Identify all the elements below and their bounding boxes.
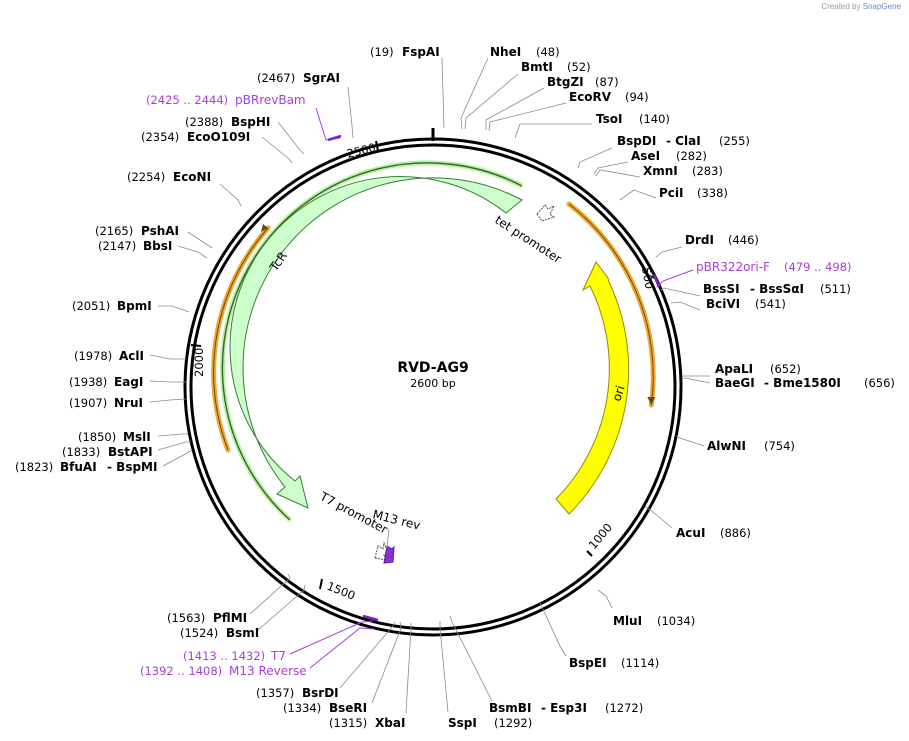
- leader-m13-reverse: [309, 627, 375, 669]
- enzyme-sspi[interactable]: SspI(1292): [448, 716, 532, 730]
- enzyme-fspai[interactable]: (19)FspAI: [370, 45, 440, 59]
- tcr-outer-arc: [219, 160, 524, 522]
- enzyme-msli[interactable]: (1850)MslI: [78, 430, 151, 444]
- tick-mark-2000: [190, 344, 202, 347]
- feature-tcr-arrow[interactable]: [229, 176, 523, 509]
- leader-t7: [289, 620, 374, 655]
- feature-m13-rev[interactable]: [383, 545, 395, 564]
- enzyme-xbai[interactable]: (1315)XbaI: [329, 716, 405, 730]
- leader-pbrrevbam: [315, 107, 341, 141]
- enzyme-bmti[interactable]: BmtI(52): [521, 60, 591, 74]
- enzyme-acui[interactable]: AcuI(886): [676, 526, 751, 540]
- enzyme-tsoi[interactable]: TsoI(140): [596, 112, 670, 126]
- enzyme-beseri[interactable]: (1334)BseRI: [283, 701, 367, 715]
- primer-bar-pbr322ori: [652, 274, 661, 288]
- plasmid-name: RVD-AG9: [397, 360, 468, 376]
- enzyme-mlui[interactable]: MluI(1034): [613, 614, 695, 628]
- enzyme-bfuai-bspmi[interactable]: (1823)BfuAI- BspMI: [15, 460, 157, 474]
- enzyme-pshai[interactable]: (2165)PshAI: [95, 224, 179, 238]
- enzyme-nrui[interactable]: (1907)NruI: [69, 396, 143, 410]
- enzyme-bsmi[interactable]: (1524)BsmI: [180, 626, 259, 640]
- tick-mark-2500: [375, 140, 379, 152]
- tick-mark-1000: [586, 550, 593, 557]
- orf-arc-right-line: [568, 203, 654, 406]
- backbone-inner-ring: [189, 143, 677, 631]
- enzyme-bsphi[interactable]: (2388)BspHI: [185, 115, 270, 129]
- primer-pbrrevbam[interactable]: (2425 .. 2444)pBRrevBam: [146, 93, 306, 107]
- orf-right-arrowhead: [647, 397, 656, 405]
- enzyme-ecoo109i[interactable]: (2354)EcoO109I: [141, 130, 250, 144]
- tick-mark-1500: [319, 578, 323, 590]
- enzyme-bsrdi[interactable]: (1357)BsrDI: [256, 686, 339, 700]
- tcr-outer-arc-line: [221, 162, 523, 521]
- tick-label-500: 500: [639, 266, 657, 290]
- tick-label-1500: 1500: [325, 579, 357, 603]
- enzyme-xmni[interactable]: XmnI(283): [643, 164, 723, 178]
- primer-bar-pbrrevbam: [327, 134, 342, 142]
- snapgene-logo: SnapGene: [862, 2, 901, 11]
- enzyme-sgrai[interactable]: (2467)SgrAI: [257, 71, 340, 85]
- enzyme-ecorv[interactable]: EcoRV(94): [569, 90, 649, 104]
- enzyme-btgzi[interactable]: BtgZI(87): [547, 75, 619, 89]
- enzyme-bbsi[interactable]: (2147)BbsI: [98, 239, 172, 253]
- enzyme-nhei[interactable]: NheI(48): [490, 45, 560, 59]
- label-ori: ori: [610, 384, 628, 403]
- enzyme-eagi[interactable]: (1938)EagI: [69, 375, 143, 389]
- enzyme-econi[interactable]: (2254)EcoNI: [127, 170, 211, 184]
- m13-rev-leader: [386, 528, 390, 549]
- tick-label-2000: 2000: [192, 348, 206, 377]
- enzyme-bspdi-clai[interactable]: BspDI- ClaI(255): [617, 134, 750, 148]
- enzyme-bsmbi-esp3i[interactable]: BsmBI- Esp3I(1272): [489, 701, 643, 715]
- enzyme-baegi-bme1580i[interactable]: BaeGI- Bme1580I(656): [715, 376, 895, 390]
- enzyme-asei[interactable]: AseI(282): [631, 149, 707, 163]
- feature-tet-promoter[interactable]: [536, 204, 556, 222]
- orf-left-arrowhead: [261, 224, 268, 232]
- primer-m13-reverse[interactable]: (1392 .. 1408)M13 Reverse: [140, 664, 307, 678]
- snapgene-credit: Created by SnapGene: [821, 2, 901, 11]
- leader-pbr322ori: [656, 269, 694, 288]
- tick-label-2500: 2500: [345, 140, 377, 161]
- primer-t7[interactable]: (1413 .. 1432)T7: [183, 649, 286, 663]
- enzyme-drdi[interactable]: DrdI(446): [685, 233, 759, 247]
- feature-t7-promoter[interactable]: [374, 541, 389, 561]
- label-tet-promoter: tet promoter: [492, 213, 564, 266]
- enzyme-bcivi[interactable]: BciVI(541): [706, 297, 786, 311]
- plasmid-length: 2600 bp: [410, 377, 455, 390]
- enzyme-apali[interactable]: ApaLI(652): [715, 362, 801, 376]
- tick-label-1000: 1000: [586, 520, 616, 551]
- enzyme-acli[interactable]: (1978)AclI: [74, 349, 144, 363]
- primer-bar-t7: [362, 614, 379, 622]
- feature-ori-arrow[interactable]: [555, 261, 630, 515]
- enzyme-pflmi[interactable]: (1563)PflMI: [167, 611, 247, 625]
- credit-prefix: Created by: [821, 2, 861, 11]
- enzyme-bspei[interactable]: BspEI(1114): [569, 656, 659, 670]
- enzyme-bpmi[interactable]: (2051)BpmI: [72, 299, 152, 313]
- enzyme-pcii[interactable]: PciI(338): [659, 186, 728, 200]
- enzyme-bsssi-bsssai[interactable]: BssSI- BssSαI(511): [703, 282, 851, 296]
- enzyme-alwni[interactable]: AlwNI(754): [707, 439, 795, 453]
- enzyme-leader-lines: [149, 57, 711, 714]
- primer-pbr322ori-f[interactable]: pBR322ori-F(479 .. 498): [696, 260, 852, 274]
- enzyme-bstapi[interactable]: (1833)BstAPI: [62, 445, 153, 459]
- orf-arc-left-line: [213, 227, 269, 451]
